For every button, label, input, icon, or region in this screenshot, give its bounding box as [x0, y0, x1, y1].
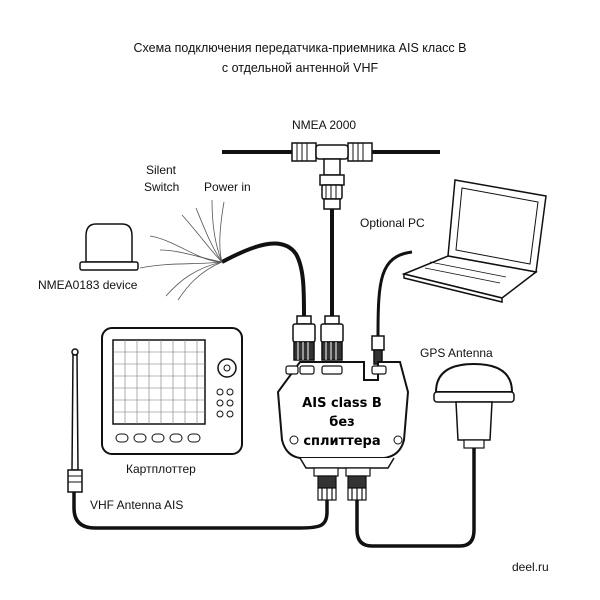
chartplotter-label: Картплоттер [126, 462, 196, 476]
vhf-antenna-label: VHF Antenna AIS [90, 498, 184, 512]
ais-power-connector [292, 315, 316, 361]
diagram-title-line2: с отдельной антенной VHF [221, 61, 379, 75]
pc-cable [376, 250, 413, 337]
nmea2000-backbone [222, 142, 440, 162]
ais-unit-label: AIS class B без сплиттера [284, 394, 400, 451]
silent-label: Silent [146, 163, 177, 177]
wire-fan [139, 199, 225, 301]
nmea2000-label: NMEA 2000 [292, 118, 357, 132]
ais-vhf-connector [317, 475, 337, 501]
ais-unit-body [276, 361, 410, 477]
switch-label: Switch [144, 180, 180, 194]
nmea0183-label: NMEA0183 device [38, 278, 138, 292]
gps-antenna-icon [433, 362, 515, 449]
optional-pc-label: Optional PC [360, 216, 425, 230]
ais-nmea2000-connector [320, 315, 344, 361]
gps-antenna-cable [355, 448, 476, 548]
nmea0183-device-icon [79, 223, 139, 271]
laptop-icon [401, 179, 547, 303]
nmea0183-cable [221, 241, 306, 317]
ais-pc-connector [371, 335, 385, 365]
vhf-antenna-icon [67, 348, 83, 493]
ais-unit-line3: сплиттера [303, 434, 381, 449]
ais-unit-line2: без [329, 415, 355, 430]
gps-antenna-label: GPS Antenna [420, 346, 493, 360]
ais-unit-line1: AIS class B [302, 396, 382, 411]
diagram-title-line1: Схема подключения передатчика-приемника … [133, 41, 467, 55]
watermark: deel.ru [512, 560, 549, 574]
t-connector-icon [315, 144, 349, 210]
ais-gps-connector [347, 475, 367, 501]
chartplotter-icon [101, 327, 243, 455]
vhf-antenna-cable [72, 492, 329, 530]
power-in-label: Power in [204, 180, 251, 194]
